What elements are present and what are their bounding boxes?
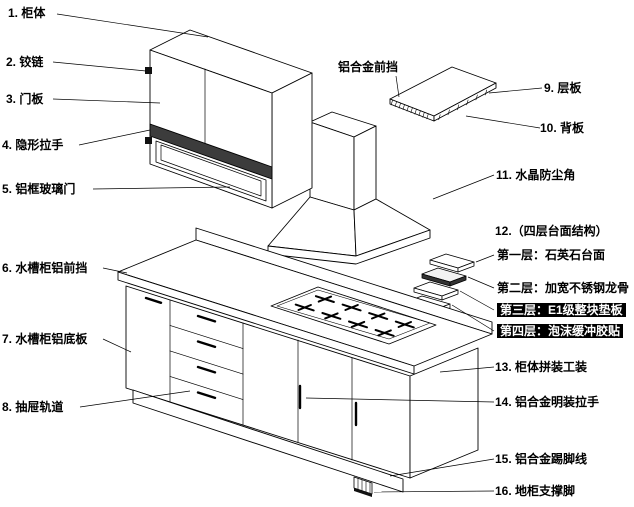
label-layer-1-quartz-top: 第一层：石英石台面 — [497, 248, 606, 262]
label-sink-cabinet-bottom-plate: 7. 水槽柜铝底板 — [2, 332, 88, 346]
label-hidden-handle: 4. 隐形拉手 — [2, 138, 64, 152]
shelf-panel-drawing — [389, 66, 497, 122]
label-door-panel: 3. 门板 — [6, 92, 44, 106]
label-support-feet: 16. 地柜支撑脚 — [495, 484, 576, 498]
burner-icons — [294, 295, 415, 337]
label-layer-4-foam-pad: 第四层：泡沫缓冲胶贴 — [497, 324, 624, 338]
label-crystal-dust-corner: 11. 水晶防尘角 — [496, 168, 576, 182]
label-drawer-rail: 8. 抽屉轨道 — [2, 400, 64, 414]
label-hinge: 2. 铰链 — [6, 55, 44, 69]
hinge-icon — [145, 67, 152, 74]
range-hood-drawing — [267, 111, 431, 265]
label-layer-3-backing-board: 第三层：E1级整块垫板 — [497, 303, 626, 317]
label-assembly-tooling: 13. 柜体拼装工装 — [495, 360, 588, 374]
label-skirting-line: 15. 铝合金踢脚线 — [495, 452, 588, 466]
label-sink-cabinet-front-guard: 6. 水槽柜铝前挡 — [2, 261, 88, 275]
label-aluminum-front-guard: 铝合金前挡 — [338, 60, 399, 74]
label-aluminum-frame-glass-door: 5. 铝框玻璃门 — [2, 182, 76, 196]
label-shelf-board: 9. 层板 — [544, 81, 582, 95]
cooktop-drawing — [270, 286, 437, 345]
label-back-panel: 10. 背板 — [540, 121, 585, 135]
label-surface-mounted-handle: 14. 铝合金明装拉手 — [495, 395, 600, 409]
base-cabinet-drawing — [117, 227, 493, 493]
support-foot-drawing — [353, 476, 373, 497]
label-layer-2-steel-keel: 第二层：加宽不锈钢龙骨 — [497, 281, 630, 295]
handles — [144, 296, 358, 427]
leader-lines — [52, 13, 543, 493]
hinge-icon — [145, 137, 152, 144]
wall-cabinet-drawing — [145, 29, 313, 209]
label-cabinet-body: 1. 柜体 — [8, 6, 46, 20]
front-guard-hatch — [390, 89, 488, 120]
label-countertop-structure-heading: 12.（四层台面结构） — [495, 224, 608, 238]
